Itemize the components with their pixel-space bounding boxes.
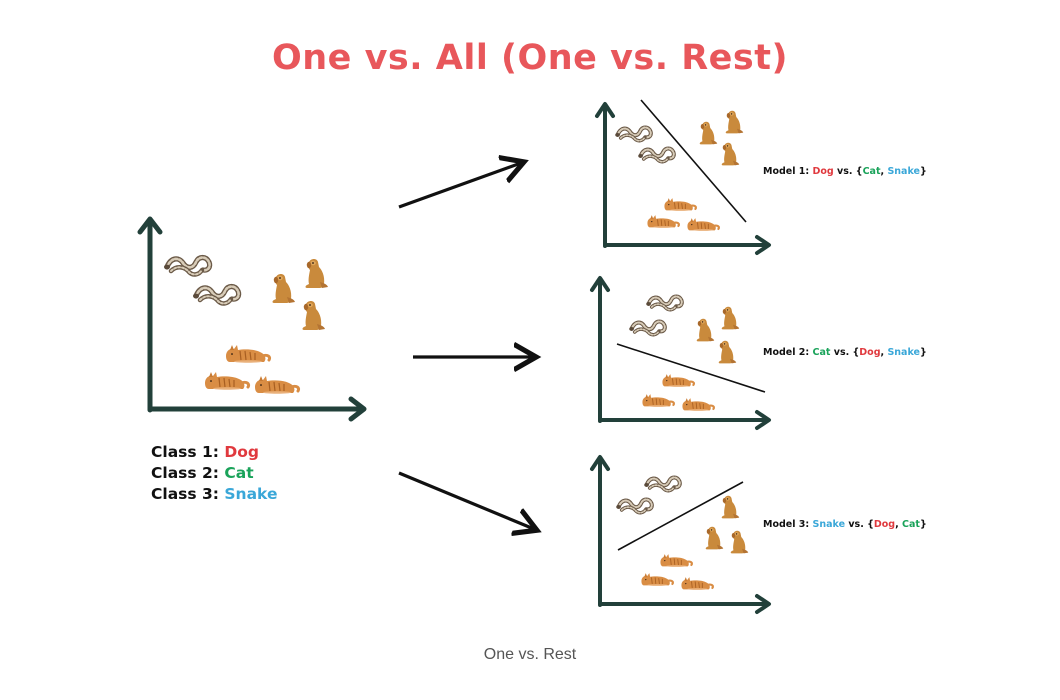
model-separator: , [880, 347, 888, 358]
model-1-decision-boundary [640, 99, 747, 223]
cat-icon [659, 553, 693, 568]
model-1-plot [595, 99, 771, 255]
dog-icon [721, 306, 740, 330]
arrow-to-model-3 [398, 471, 534, 529]
cat-icon [663, 197, 697, 212]
dog-icon [730, 530, 749, 554]
snake-icon [616, 500, 652, 513]
model-positive-class: Cat [812, 347, 831, 358]
model-3-x-axis [598, 594, 771, 614]
cat-icon [680, 576, 714, 591]
dog-icon [302, 301, 325, 330]
legend-class-name: Dog [224, 443, 260, 461]
model-close-brace: } [919, 166, 927, 177]
model-positive-class: Dog [812, 166, 834, 177]
legend-item-dog: Class 1: Dog [151, 442, 277, 463]
model-separator: , [895, 519, 903, 530]
dog-icon [725, 110, 744, 134]
diagram-title: One vs. All (One vs. Rest) [272, 38, 788, 78]
class-legend: Class 1: Dog Class 2: Cat Class 3: Snake [151, 442, 277, 505]
cat-icon [224, 343, 272, 365]
figure-caption: One vs. Rest [483, 646, 577, 663]
model-1-x-axis [603, 235, 771, 255]
model-prefix: Model 1: [763, 166, 813, 177]
cat-icon [203, 370, 251, 392]
model-3-y-axis [590, 455, 610, 607]
snake-icon [615, 128, 651, 141]
legend-item-cat: Class 2: Cat [151, 463, 277, 484]
dog-icon [699, 121, 718, 145]
model-rest-class: Cat [862, 166, 881, 177]
model-3-decision-boundary [617, 481, 744, 551]
model-prefix: Model 2: [763, 347, 813, 358]
model-2-y-axis [590, 276, 610, 423]
legend-item-snake: Class 3: Snake [151, 484, 277, 505]
model-prefix: Model 3: [763, 519, 813, 530]
model-separator: , [880, 166, 888, 177]
model-rest-class: Dog [873, 519, 896, 530]
cat-icon [686, 217, 720, 232]
dog-icon [718, 340, 737, 364]
model-1-label: Model 1: Dog vs. {Cat, Snake} [763, 166, 927, 177]
model-close-brace: } [919, 519, 927, 530]
dog-icon [705, 526, 724, 550]
cat-icon [681, 397, 715, 412]
cat-icon [646, 214, 680, 229]
snake-icon [638, 149, 674, 162]
model-1-y-axis [595, 102, 615, 248]
model-rest-class: Dog [859, 347, 881, 358]
cat-icon [253, 374, 301, 396]
model-rest-class: Snake [887, 166, 920, 177]
dog-icon [721, 142, 740, 166]
model-3-label: Model 3: Snake vs. {Dog, Cat} [763, 519, 927, 530]
model-vs-text: vs. { [845, 519, 874, 530]
legend-prefix: Class 1: [151, 443, 225, 461]
main-plot-y-axis [137, 216, 163, 413]
cat-icon [661, 373, 695, 388]
dog-icon [721, 495, 740, 519]
dog-icon [305, 259, 328, 288]
cat-icon [641, 393, 675, 408]
snake-icon [646, 297, 682, 310]
snake-icon [164, 258, 210, 275]
model-positive-class: Snake [812, 519, 846, 530]
snake-icon [629, 322, 665, 335]
legend-class-name: Snake [224, 485, 278, 503]
arrow-to-model-1 [398, 163, 521, 209]
model-3-plot [590, 455, 771, 614]
snake-icon [193, 287, 239, 304]
main-plot-x-axis [147, 396, 367, 422]
dog-icon [272, 274, 295, 303]
legend-prefix: Class 3: [151, 485, 225, 503]
cat-icon [640, 572, 674, 587]
snake-icon [644, 478, 680, 491]
model-2-decision-boundary [616, 343, 766, 393]
model-rest-class: Snake [887, 347, 920, 358]
model-vs-text: vs. { [833, 166, 863, 177]
dog-icon [696, 318, 715, 342]
legend-class-name: Cat [224, 464, 254, 482]
model-vs-text: vs. { [830, 347, 860, 358]
main-plot [137, 216, 367, 422]
model-2-label: Model 2: Cat vs. {Dog, Snake} [763, 347, 927, 358]
model-rest-class: Cat [902, 519, 920, 530]
model-close-brace: } [919, 347, 927, 358]
legend-prefix: Class 2: [151, 464, 225, 482]
model-2-x-axis [598, 410, 771, 430]
model-2-plot [590, 276, 771, 430]
